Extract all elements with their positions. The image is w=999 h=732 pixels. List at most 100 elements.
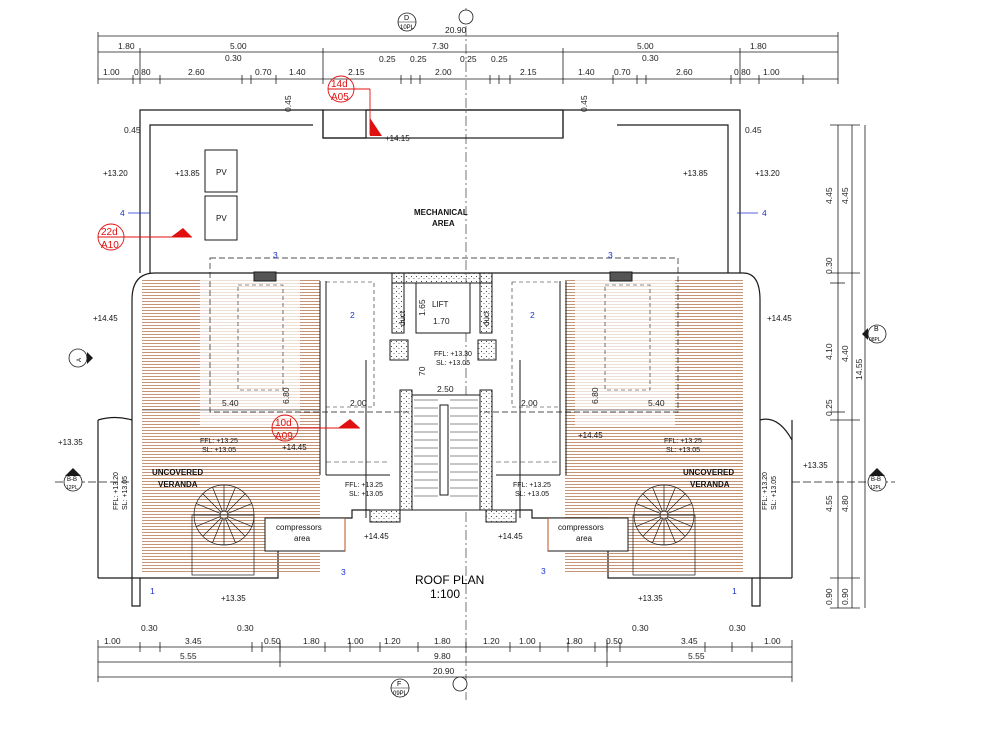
bottom-overall-dim: 20.90: [433, 666, 455, 676]
inner-dim: 2.00: [350, 398, 367, 408]
top-sub-dim: 2.60: [188, 67, 205, 77]
right-dim: 0.30: [824, 257, 834, 274]
mechanical-label: MECHANICAL: [414, 208, 468, 217]
right-dim: 0.25: [824, 399, 834, 416]
spiral-stair-left: [191, 484, 255, 576]
drawing-scale: 1:100: [430, 587, 460, 601]
stair-lift-core: [365, 272, 521, 523]
section-sheet: 08PL: [869, 337, 881, 343]
level-marker: +13.35: [638, 594, 663, 603]
section-marker-bb-left: B-B 12PL: [55, 468, 132, 492]
spiral-step: [666, 493, 686, 513]
bottom-dim: 1.00: [519, 636, 536, 646]
spiral-step: [225, 518, 236, 543]
compressor-boxes: [264, 517, 629, 552]
spiral-step: [202, 493, 222, 513]
veranda-label-left: UNCOVERED: [152, 468, 203, 477]
bottom-dim: 9.80: [434, 651, 451, 661]
level-marker: FFL: +13.20: [762, 472, 769, 510]
tag-4: 4: [762, 208, 767, 218]
top-dimension-text: 20.90 1.80 5.00 7.30 5.00 1.80 1.00 0.80…: [103, 25, 780, 77]
inner-dim: 5.40: [648, 398, 665, 408]
inner-dim: 6.80: [281, 387, 291, 404]
pv-panels: PV PV: [204, 149, 238, 241]
spiral-step: [667, 516, 692, 527]
reference-tags: 4 4 3 3 2 2 3 3 1 1: [120, 208, 767, 596]
level-marker: SL: +13.05: [122, 476, 129, 510]
inner-dim: 0.45: [745, 125, 762, 135]
spiral-step: [226, 493, 246, 513]
level-marker: FFL: +13.20: [113, 472, 120, 510]
tag-2: 2: [530, 310, 535, 320]
level-marker: SL: +13.05: [666, 447, 700, 454]
elevation-marker-left: A: [68, 348, 93, 368]
level-marker: FFL: +13.25: [345, 482, 383, 489]
bottom-dimension-ticks: [139, 642, 753, 652]
right-dim: 0.90: [840, 588, 850, 605]
bottom-dim: 1.00: [764, 636, 781, 646]
compressors-label-right: area: [576, 534, 593, 543]
level-marker: FFL: +13.25: [513, 482, 551, 489]
deck-hatching: [142, 280, 743, 572]
spiral-step: [202, 517, 222, 537]
bottom-dim: 1.20: [483, 636, 500, 646]
spiral-step: [642, 493, 662, 513]
level-marker: FFL: +13.25: [664, 438, 702, 445]
top-sub-dim: 2.15: [520, 67, 537, 77]
right-dimension-text: 4.45 0.30 4.10 0.25 4.55 0.90 4.45 4.40 …: [824, 187, 864, 605]
spiral-step: [212, 518, 223, 543]
bottom-dim: 1.00: [104, 636, 121, 646]
right-dim: 4.10: [824, 343, 834, 360]
top-dim-4: 5.00: [637, 41, 654, 51]
top-sub-dim: 0.25: [410, 54, 427, 64]
right-dim: 4.55: [824, 495, 834, 512]
section-letter: F: [397, 681, 401, 688]
inner-dim: 5.40: [222, 398, 239, 408]
bottom-dim: 0.50: [606, 636, 623, 646]
level-marker: +13.20: [103, 169, 128, 178]
level-marker: FFL: +13.25: [200, 438, 238, 445]
spiral-step: [652, 487, 663, 512]
elevation-marker-right: B 08PL: [862, 324, 887, 344]
spiral-step: [227, 503, 252, 514]
bottom-dim: 0.30: [237, 623, 254, 633]
room-labels: MECHANICAL AREA UNCOVERED VERANDA UNCOVE…: [152, 208, 734, 543]
stair-treads: [414, 399, 478, 497]
detail-callout-num: 22d: [101, 227, 118, 238]
right-dim: 4.45: [824, 187, 834, 204]
spiral-step: [636, 503, 661, 514]
level-marker: +13.20: [755, 169, 780, 178]
bottom-dimension-text: 1.00 0.30 3.45 0.30 0.50 1.80 1.00 1.20 …: [104, 623, 781, 676]
detail-callout-sheet: A09: [275, 431, 293, 442]
veranda-label-left: VERANDA: [158, 480, 198, 489]
lift-label: LIFT: [432, 300, 449, 309]
level-marker: +13.85: [175, 169, 200, 178]
section-sheet: 09PL: [393, 691, 408, 697]
spiral-step: [665, 518, 676, 543]
tag-3: 3: [273, 250, 278, 260]
bottom-dimension-lines: [97, 640, 793, 682]
tag-3: 3: [341, 567, 346, 577]
detail-callout-num: 10d: [275, 418, 292, 429]
top-sub-dim: 1.40: [289, 67, 306, 77]
detail-callouts: 14d A05 22d A10 10d A09: [97, 75, 382, 442]
inner-dim: 2.50: [437, 384, 454, 394]
level-marker: +14.45: [364, 532, 389, 541]
bottom-dim: 5.55: [180, 651, 197, 661]
right-dim: 4.45: [840, 187, 850, 204]
bottom-dim: 1.80: [303, 636, 320, 646]
top-sub-dim: 0.30: [225, 53, 242, 63]
tag-1: 1: [150, 586, 155, 596]
section-letter: B-B: [871, 477, 881, 483]
pv-label: PV: [216, 214, 227, 223]
section-marker-bottom: F 09PL: [390, 676, 468, 698]
veranda-label-right: UNCOVERED: [683, 468, 734, 477]
section-marker-bb-right: B-B 12PL: [792, 468, 895, 492]
level-marker: SL: +13.05: [202, 447, 236, 454]
top-sub-dim: 2.60: [676, 67, 693, 77]
top-sub-dim: 1.00: [103, 67, 120, 77]
compressors-label-left: area: [294, 534, 311, 543]
top-sub-dim: 0.80: [734, 67, 751, 77]
level-marker: SL: +13.05: [436, 360, 470, 367]
